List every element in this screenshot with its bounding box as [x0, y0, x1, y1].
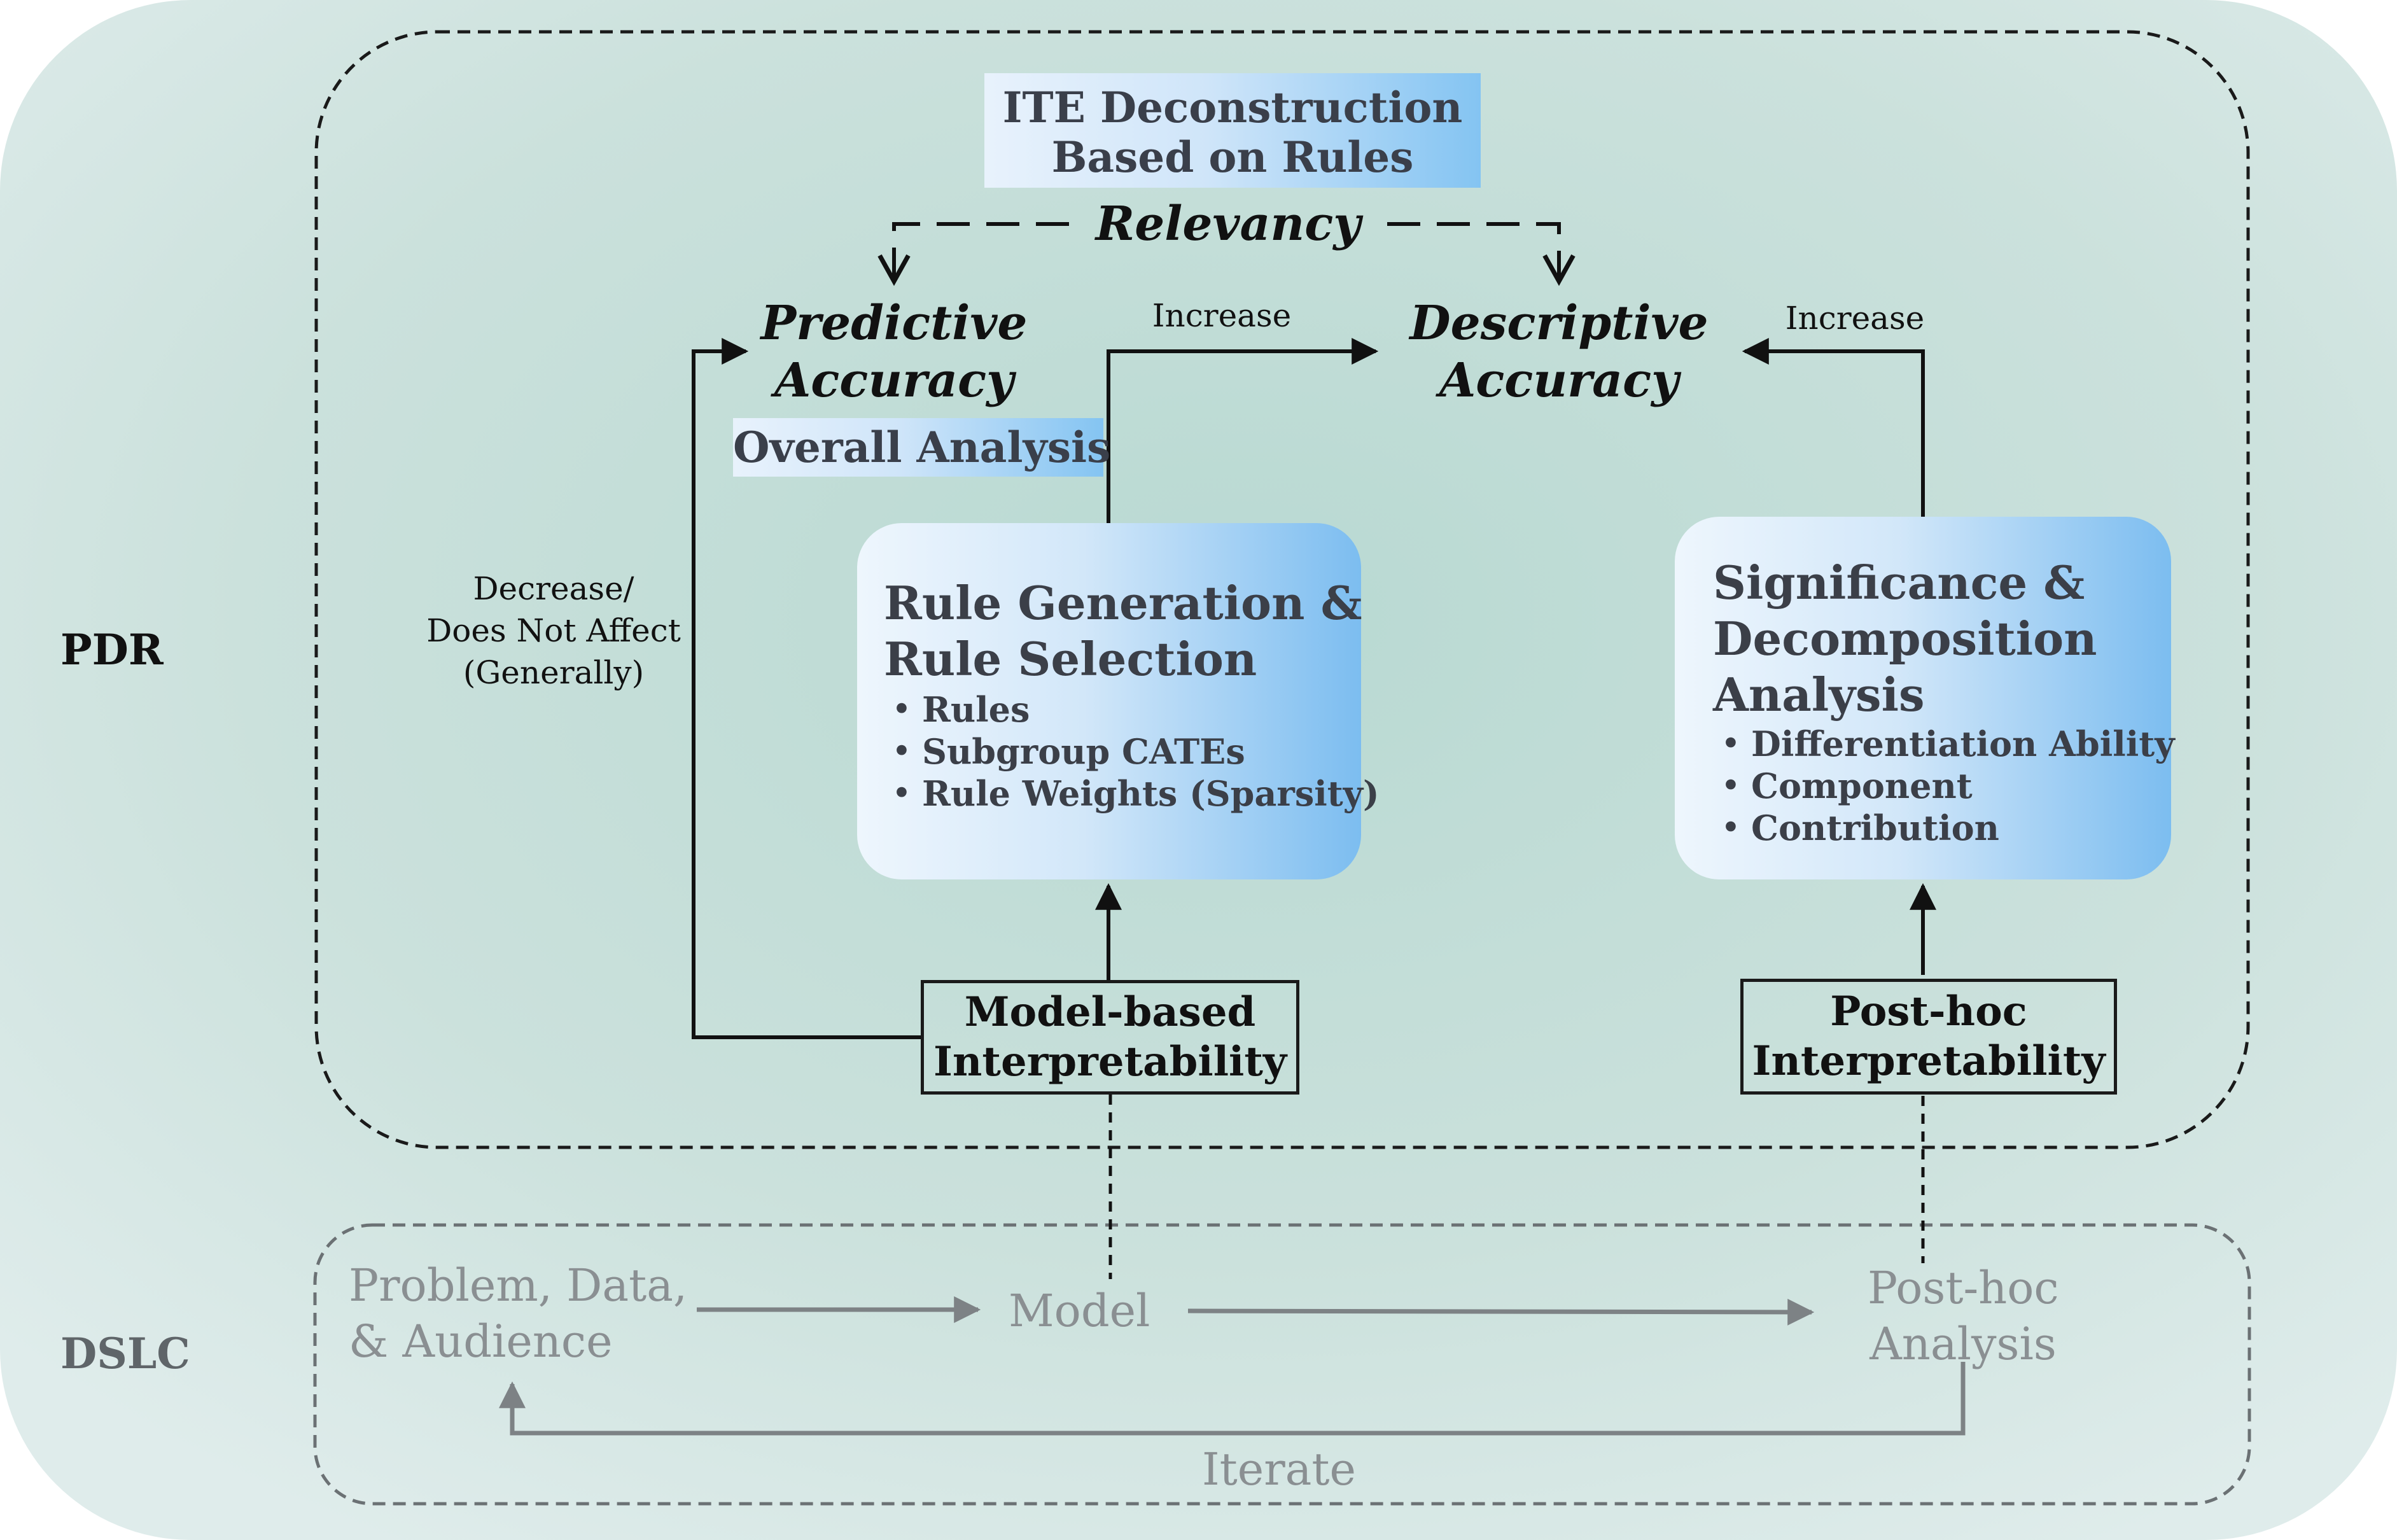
sig-bullet-differentiation: Differentiation Ability [1713, 723, 2175, 765]
dslc-region [313, 1223, 2251, 1506]
model-based-line-2: Interpretability [933, 1038, 1287, 1086]
dslc-iterate-arrow [499, 1362, 1966, 1436]
pdr-region [314, 30, 2250, 1149]
pdr-label: PDR [60, 625, 164, 675]
rule-card-title-1: Rule Generation & [884, 576, 1362, 630]
rule-bullet-subgroup-cates: Subgroup CATEs [884, 731, 1380, 773]
overall-analysis-box [733, 418, 1103, 477]
decrease-note: Decrease/ Does Not Affect (Generally) [407, 568, 700, 694]
predictive-line-2: Accuracy [774, 353, 1014, 408]
dslc-problem-data-audience: Problem, Data, & Audience [349, 1257, 687, 1369]
post-hoc-interp-line-1: Post-hoc [1830, 988, 2027, 1035]
descriptive-line-1: Descriptive [1409, 296, 1709, 351]
rule-card-content: Rule Generation & Rule Selection Rules S… [884, 575, 1380, 815]
predictive-accuracy: Predictive Accuracy [732, 295, 1056, 409]
sig-card-bullets: Differentiation Ability Component Contri… [1713, 723, 2175, 849]
decrease-line-3: (Generally) [463, 654, 645, 691]
increase-arrow-right [1742, 338, 1925, 517]
post-hoc-interp-line-2: Interpretability [1752, 1037, 2106, 1085]
increase-label-right: Increase [1785, 300, 1925, 337]
ite-line-2: Based on Rules [1051, 132, 1414, 182]
relevancy-arrow-right [1387, 222, 1576, 286]
model-based-text: Model-based Interpretability [933, 988, 1287, 1087]
descriptive-line-2: Accuracy [1439, 353, 1679, 408]
post-hoc-interp-text: Post-hoc Interpretability [1752, 987, 2105, 1086]
rule-bullet-rule-weights: Rule Weights (Sparsity) [884, 773, 1380, 815]
rule-card-title-2: Rule Selection [884, 632, 1257, 686]
sig-card-title-3: Analysis [1713, 668, 1925, 722]
ite-line-1: ITE Deconstruction [1002, 83, 1463, 132]
dslc-post-hoc-analysis: Post-hoc Analysis [1868, 1260, 2059, 1372]
rule-generation-card: Rule Generation & Rule Selection Rules S… [857, 523, 1380, 879]
decrease-arrow [692, 338, 921, 1039]
sig-bullet-contribution: Contribution [1713, 807, 2175, 849]
increase-label-left: Increase [1152, 297, 1292, 334]
predictive-line-1: Predictive [760, 296, 1028, 351]
relevancy-label: Relevancy [1095, 197, 1361, 251]
dslc-problem-line-2: & Audience [349, 1315, 613, 1368]
sig-card-title-2: Decomposition [1713, 612, 2097, 666]
dslc-label: DSLC [60, 1329, 190, 1378]
dslc-iterate: Iterate [1202, 1443, 1356, 1495]
post-hoc-interpretability-box: Post-hoc Interpretability [1740, 979, 2117, 1095]
rule-bullet-rules: Rules [884, 689, 1380, 731]
sig-card-content: Significance & Decomposition Analysis Di… [1713, 555, 2175, 849]
dslc-posthoc-line-2: Analysis [1869, 1318, 2057, 1370]
dslc-arrow-model-to-posthoc [1187, 1298, 1815, 1326]
ite-deconstruction-text: ITE Deconstruction Based on Rules [984, 83, 1481, 182]
rule-card-bullets: Rules Subgroup CATEs Rule Weights (Spars… [884, 689, 1380, 815]
descriptive-accuracy: Descriptive Accuracy [1387, 295, 1731, 409]
significance-card: Significance & Decomposition Analysis Di… [1675, 517, 2175, 879]
relevancy-arrow-left [877, 222, 1069, 286]
ite-deconstruction-box [984, 73, 1481, 188]
dslc-problem-line-1: Problem, Data, [349, 1259, 688, 1312]
decrease-line-1: Decrease/ [473, 570, 634, 607]
model-based-line-1: Model-based [964, 988, 1256, 1036]
model-based-interpretability-box: Model-based Interpretability [921, 980, 1299, 1095]
sig-bullet-component: Component [1713, 765, 2175, 807]
overall-analysis-label: Overall Analysis [733, 423, 1111, 472]
increase-arrow-left [1107, 338, 1379, 523]
sig-card-title-1: Significance & [1713, 556, 2085, 610]
decrease-line-2: Does Not Affect [426, 612, 681, 649]
dslc-posthoc-line-1: Post-hoc [1868, 1262, 2059, 1314]
dslc-model: Model [1009, 1285, 1150, 1337]
